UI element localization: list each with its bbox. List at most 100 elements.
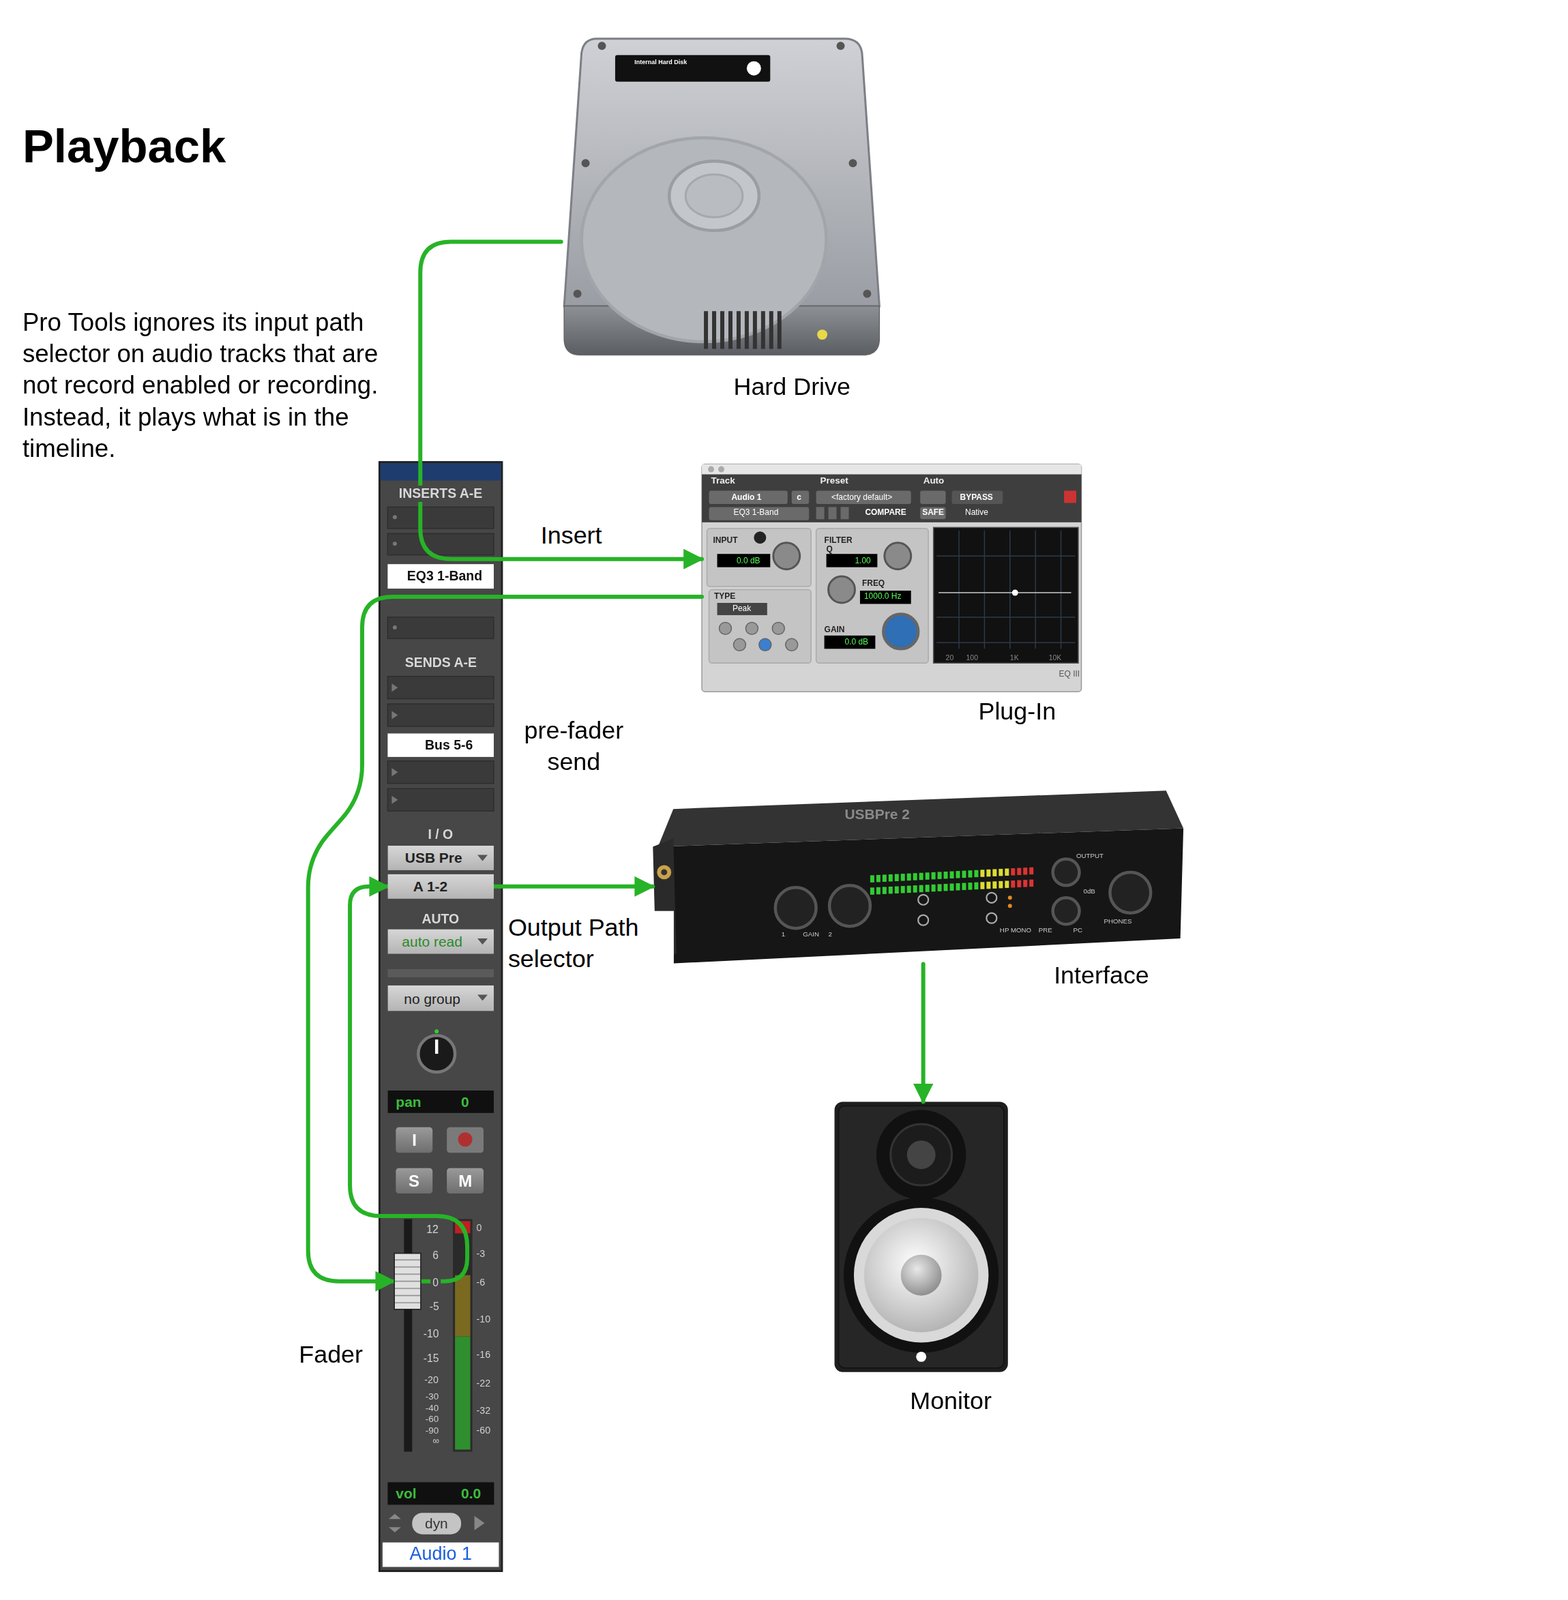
- illustration-circle: [828, 576, 856, 603]
- illustration-rect: [980, 869, 985, 877]
- illustration-g: [717, 553, 912, 649]
- illustration-rect: [943, 883, 949, 891]
- illustration-rect: [387, 761, 494, 784]
- label: FILTER: [824, 535, 853, 545]
- dropdown-arrow: [477, 854, 488, 861]
- connector: [921, 964, 926, 1103]
- illustration-circle: [864, 1218, 979, 1333]
- illustration-circle: [745, 622, 758, 635]
- connector: [308, 596, 702, 1282]
- illustration-rect: [925, 884, 930, 892]
- illustration-rect: [761, 311, 766, 349]
- label: EQ3 1-Band: [733, 508, 779, 518]
- label: SAFE: [922, 508, 944, 518]
- node-text: 0.0: [461, 1485, 481, 1503]
- fader-cap: Fader: [393, 1252, 421, 1311]
- diagram-title: Playback: [22, 118, 226, 176]
- node-text: Monitor: [909, 1386, 992, 1416]
- illustration-rect: [1016, 868, 1022, 876]
- illustration-circle: [660, 868, 668, 876]
- node-text: I: [411, 1130, 417, 1150]
- illustration-rect: [387, 533, 494, 555]
- hard-drive: Hard Drive: [561, 35, 883, 357]
- label: -30: [423, 1391, 441, 1403]
- label: Native: [965, 508, 989, 518]
- label: -40: [423, 1402, 441, 1414]
- label: -22: [476, 1377, 492, 1389]
- illustration-circle: [1008, 903, 1013, 908]
- illustration-ellipse: [685, 174, 743, 218]
- illustration-line: [936, 642, 1075, 644]
- volume-display: vol 0.0: [387, 1482, 494, 1505]
- illustration-rect: [919, 885, 924, 893]
- label: HP MONO: [999, 926, 1032, 935]
- node-text: dyn: [424, 1514, 449, 1532]
- node-text: pan: [395, 1093, 421, 1111]
- illustration-rect: [913, 873, 918, 880]
- label: -6: [476, 1276, 486, 1288]
- label: c: [796, 492, 802, 502]
- illustration-rect: [379, 462, 502, 1572]
- illustration-rect: [907, 873, 912, 881]
- node-text: vol: [395, 1485, 417, 1503]
- label: 0: [476, 1222, 483, 1234]
- illustration-circle: [883, 613, 919, 649]
- illustration-rect: [816, 528, 929, 663]
- illustration-circle: [853, 1207, 989, 1343]
- illustration-line: [1009, 530, 1011, 650]
- illustration-rect: [952, 490, 1004, 504]
- connector: [420, 241, 702, 559]
- label: -10: [476, 1312, 492, 1325]
- illustration-g: [775, 858, 1151, 929]
- illustration-polygon: [391, 795, 398, 805]
- illustration-rect: [387, 617, 494, 639]
- illustration-line: [984, 530, 985, 650]
- node-text: M: [458, 1171, 472, 1191]
- illustration-circle: [890, 1123, 953, 1186]
- illustration-circle: [718, 466, 725, 473]
- illustration-rect: [860, 590, 912, 604]
- illustration-circle: [656, 864, 672, 880]
- illustration-g: [773, 542, 912, 603]
- illustration-circle: [753, 531, 766, 544]
- illustration-rect: [452, 1218, 472, 1452]
- illustration-circle: [707, 466, 715, 473]
- illustration-rect: [986, 881, 991, 889]
- illustration-line: [938, 592, 1071, 593]
- label: 6: [430, 1248, 441, 1262]
- illustration-circle: [418, 1035, 455, 1073]
- input-selector: USB Pre: [387, 845, 494, 871]
- label: GAIN: [802, 930, 820, 939]
- illustration-rect: [894, 874, 899, 882]
- illustration-circle: [836, 41, 846, 50]
- label: INPUT: [713, 535, 738, 545]
- illustration-g: [719, 622, 798, 651]
- track-name: Audio 1: [382, 1542, 500, 1568]
- solo-button: S: [395, 1168, 433, 1194]
- label: Internal Hard Disk: [634, 59, 687, 67]
- label: 0.0 dB: [844, 637, 869, 648]
- illustration-rect: [615, 55, 771, 82]
- input-button: I: [395, 1127, 433, 1153]
- illustration-rect: [956, 870, 961, 878]
- node-text: no group: [403, 990, 461, 1008]
- node-text: Interface: [1053, 960, 1150, 991]
- illustration-rect: [998, 868, 1003, 876]
- label: 1: [781, 930, 786, 939]
- node-text: AUTO: [420, 911, 462, 927]
- illustration-polygon: [388, 1514, 402, 1519]
- label: OUTPUT: [1076, 851, 1104, 861]
- illustration-circle: [392, 625, 397, 630]
- illustration-polygon: [391, 767, 398, 777]
- illustration-circle: [785, 638, 798, 651]
- illustration-rect: [709, 589, 812, 664]
- illustration-circle: [817, 329, 828, 340]
- illustration-rect: [1023, 879, 1028, 887]
- node-text: EQ3 1-Band: [407, 568, 483, 584]
- illustration-rect: [900, 885, 906, 893]
- illustration-polygon: [391, 683, 398, 692]
- illustration-line: [435, 1039, 438, 1054]
- mute-button: M: [446, 1168, 484, 1194]
